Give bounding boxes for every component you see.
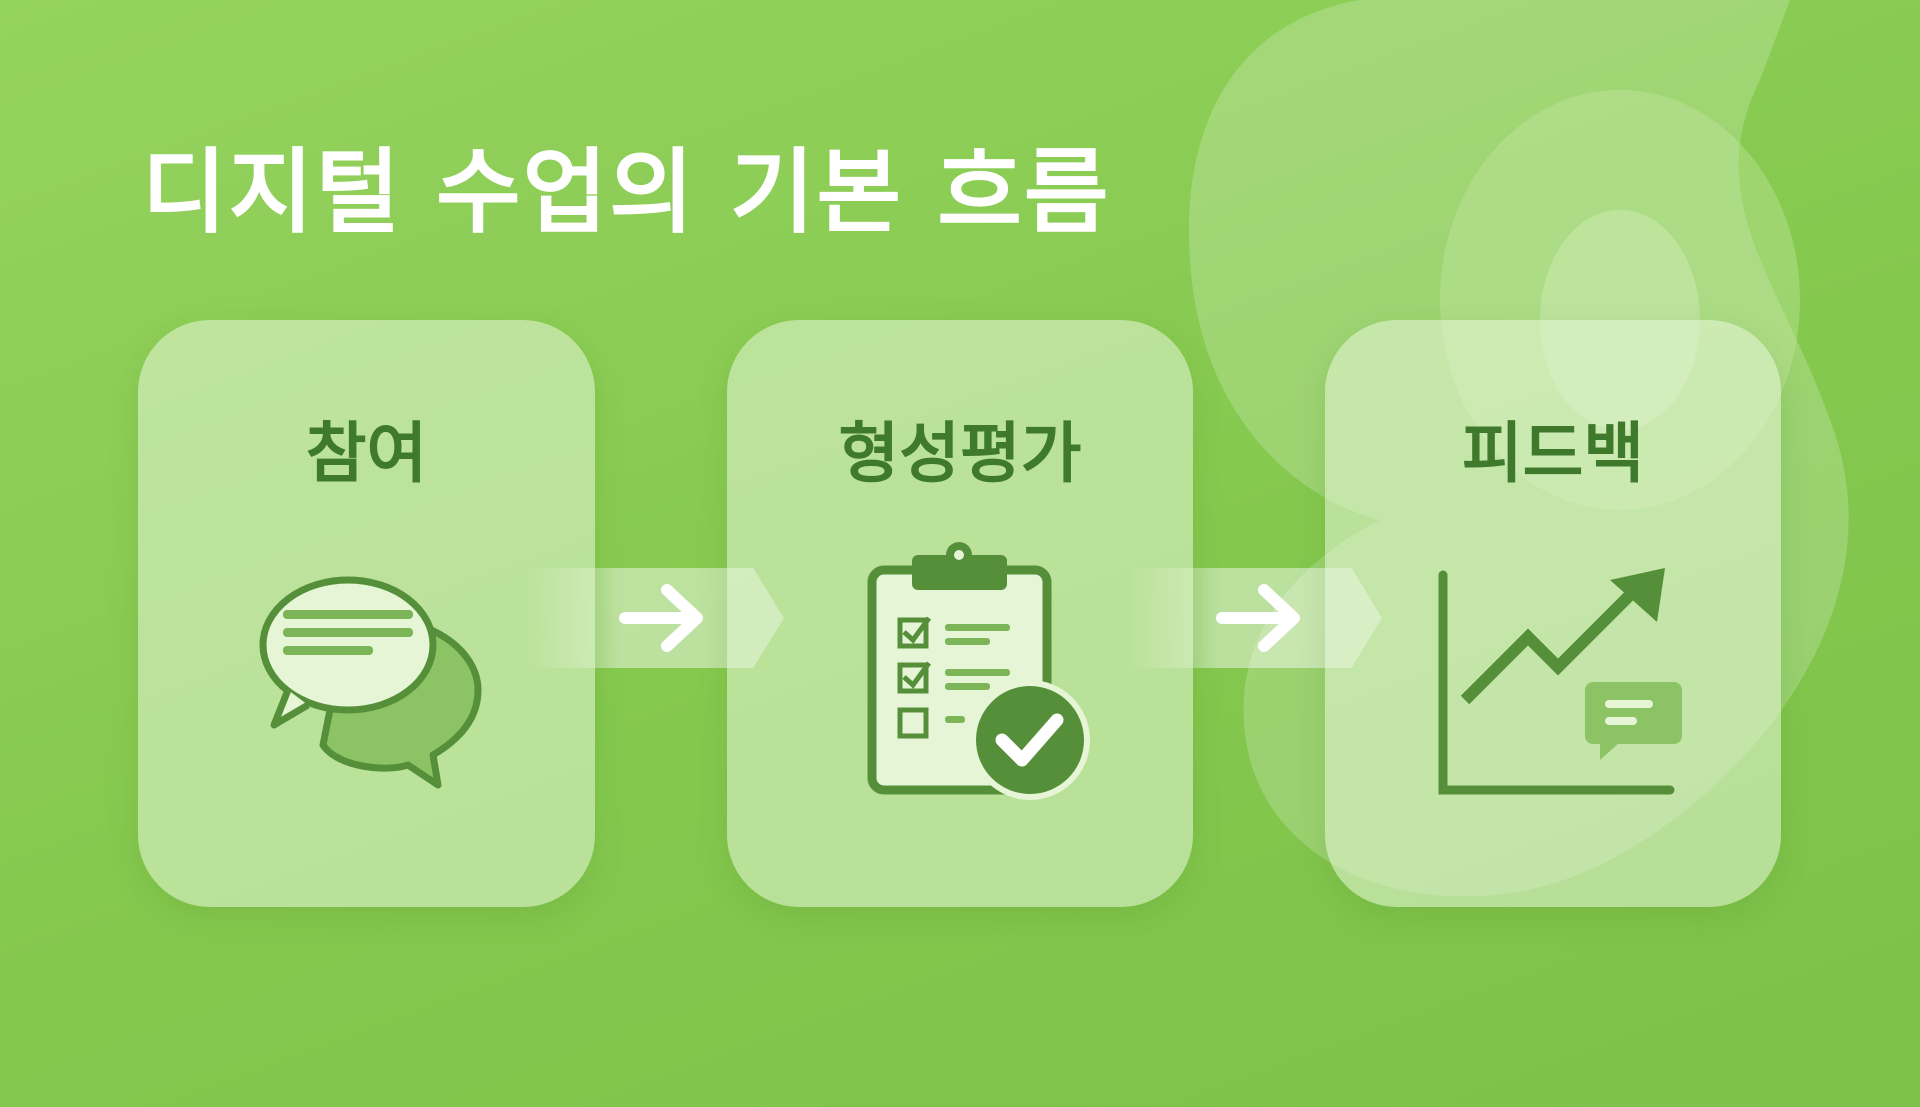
- step-card-feedback: 피드백: [1325, 320, 1781, 907]
- step-card-formative-assessment: 형성평가: [727, 320, 1193, 907]
- page-title: 디지털 수업의 기본 흐름: [142, 139, 1111, 246]
- step-title: 참여: [305, 415, 428, 492]
- step-title: 피드백: [1461, 415, 1645, 492]
- chat-bubbles-icon: [259, 576, 482, 789]
- clipboard-checklist-icon: [867, 542, 1090, 800]
- step-card-participation: 참여: [138, 320, 595, 907]
- growth-chart-icon: [1438, 568, 1682, 795]
- step-title: 형성평가: [838, 415, 1082, 492]
